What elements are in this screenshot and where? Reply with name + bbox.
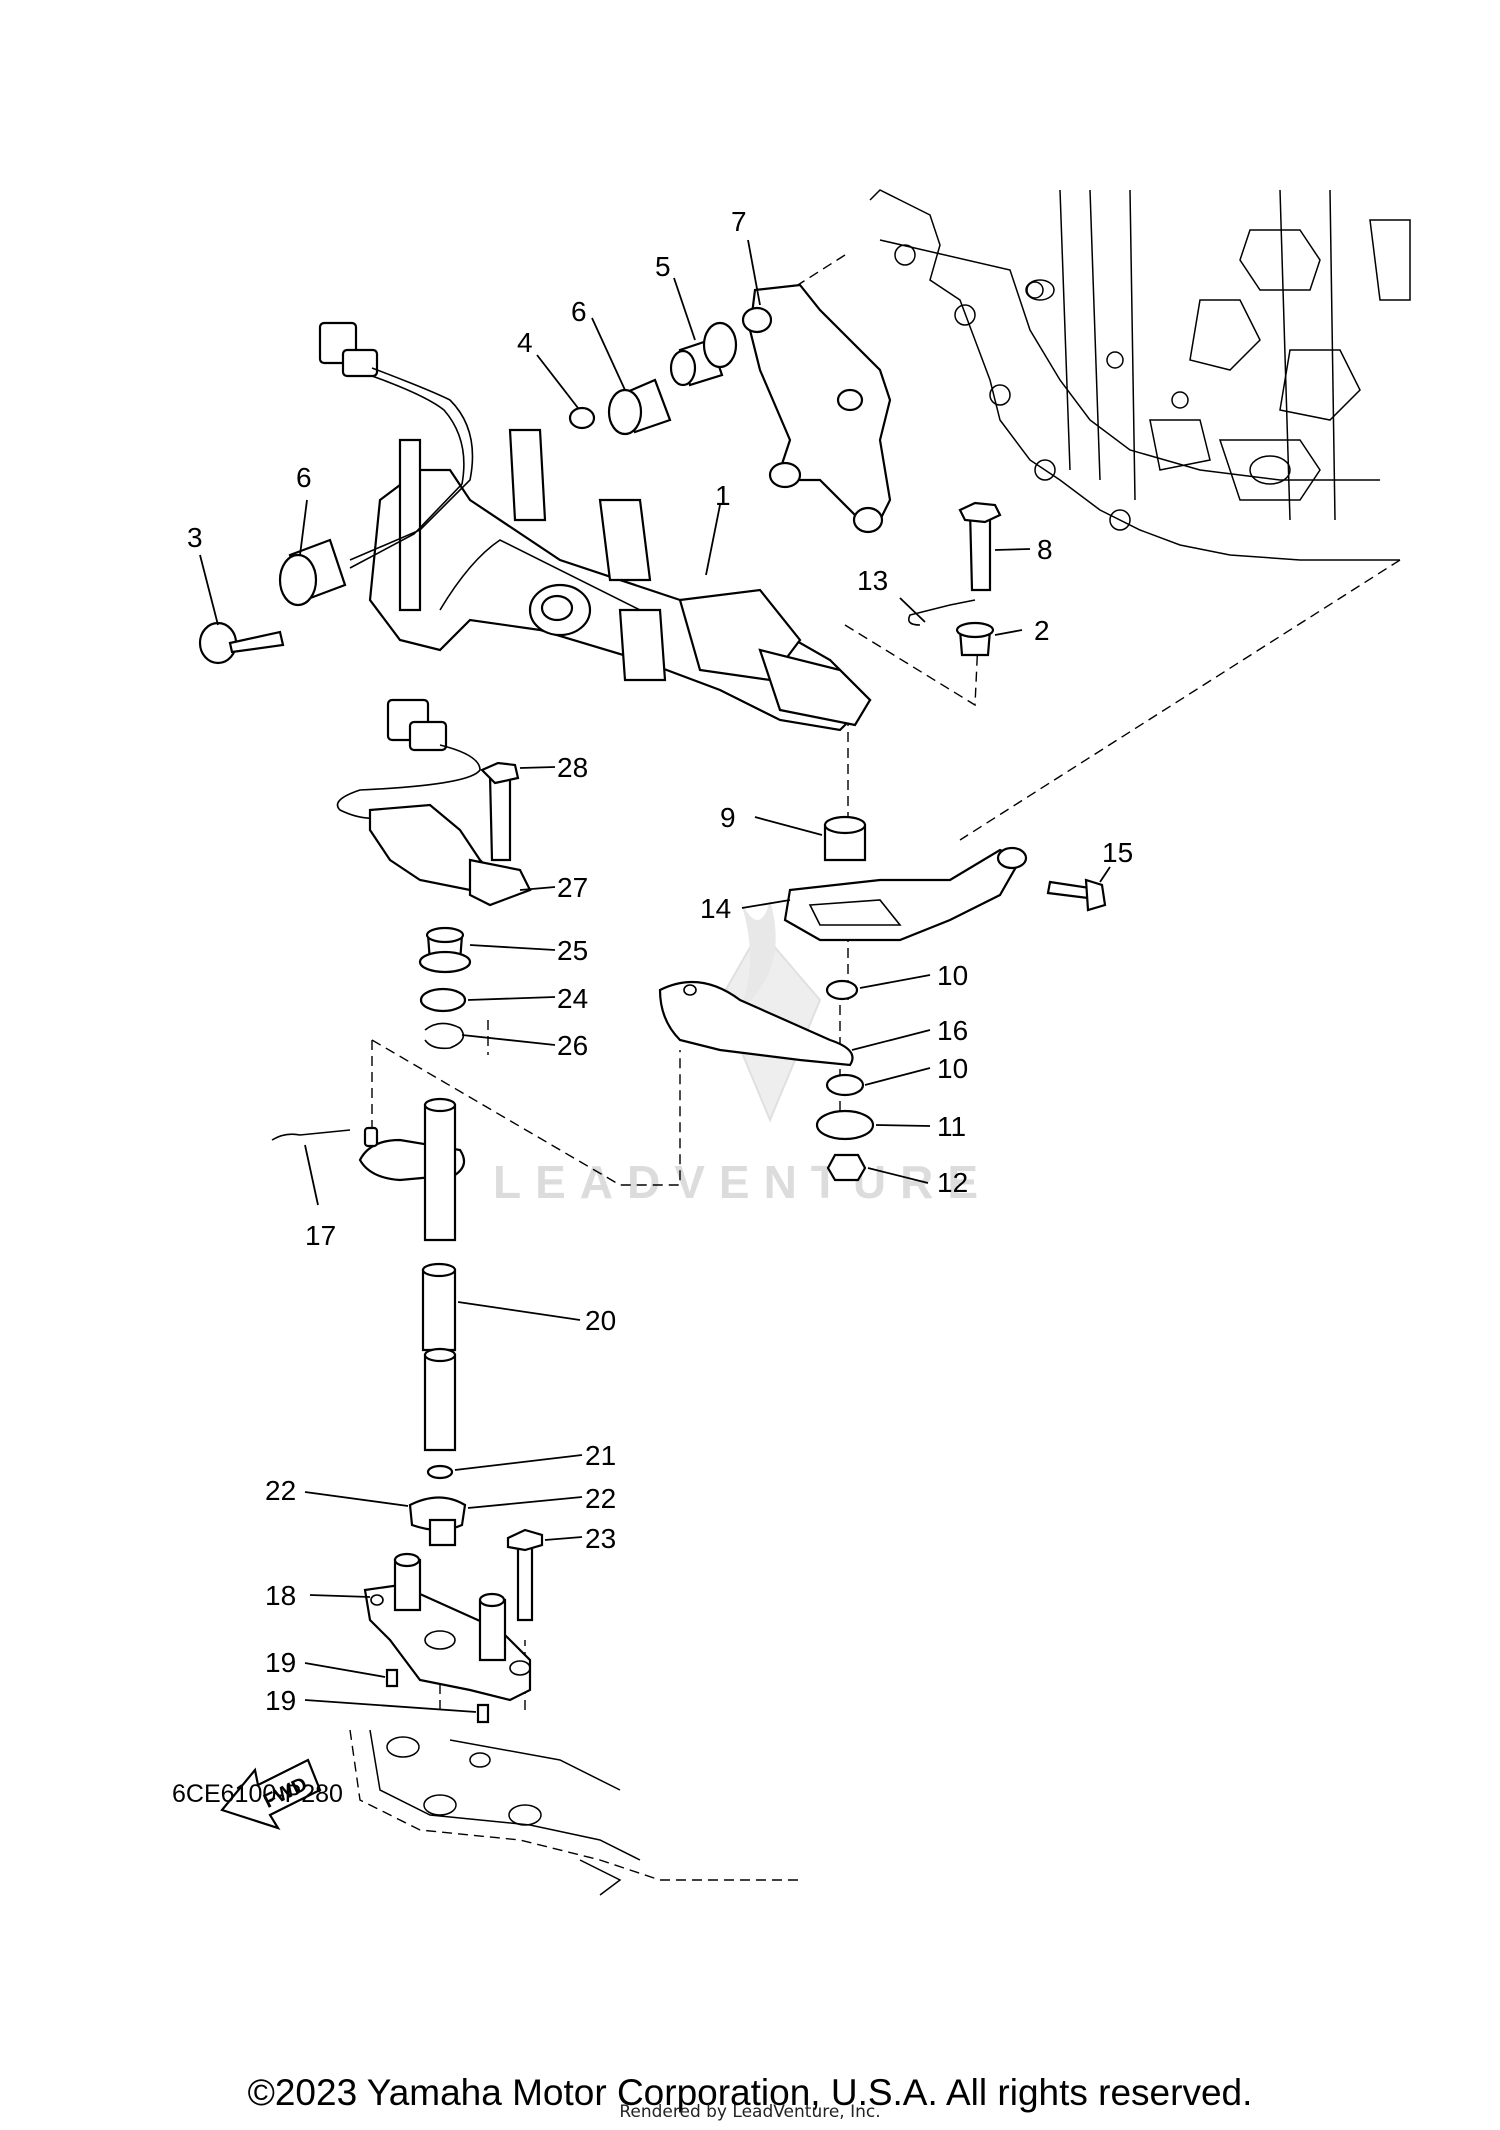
callout-6b: 6 xyxy=(571,296,587,327)
callout-16: 16 xyxy=(937,1015,968,1046)
callout-27: 27 xyxy=(557,872,588,903)
shift-shaft xyxy=(271,1097,466,1452)
callout-26: 26 xyxy=(557,1030,588,1061)
callout-14: 14 xyxy=(700,893,731,924)
pin-clip-collar xyxy=(907,501,1002,657)
bracket-part-18 xyxy=(363,1552,532,1724)
engine-block-outline xyxy=(869,189,1411,561)
lever-washers-nut xyxy=(658,979,875,1182)
collar-washer-circlip xyxy=(418,926,472,1050)
wiring-harness-upper xyxy=(318,321,474,569)
sensor-assembly xyxy=(336,698,532,907)
rendered-by-notice: Rendered by LeadVenture, Inc. xyxy=(619,2102,881,2122)
fwd-arrow-icon: FWD xyxy=(220,1758,322,1830)
callout-5: 5 xyxy=(655,251,671,282)
bracket-part-7 xyxy=(741,283,892,534)
callout-20: 20 xyxy=(585,1305,616,1336)
callout-12: 12 xyxy=(937,1167,968,1198)
callout-18: 18 xyxy=(265,1580,296,1611)
washer-part-24 xyxy=(419,987,467,1013)
callout-23: 23 xyxy=(585,1523,616,1554)
callout-2: 2 xyxy=(1034,615,1050,646)
callout-labels: 1 2 3 4 5 6 6 7 8 9 10 10 11 12 13 14 15… xyxy=(187,206,1133,1716)
callout-19b: 19 xyxy=(265,1685,296,1716)
oring-part-21 xyxy=(426,1464,454,1480)
callout-1: 1 xyxy=(715,480,731,511)
pin-part-19a xyxy=(385,1668,399,1688)
lever-part-16 xyxy=(658,980,854,1067)
callout-22a: 22 xyxy=(265,1475,296,1506)
diagram-code: 6CE6100-P280 xyxy=(172,1780,343,1808)
link-part-14 xyxy=(783,848,1022,942)
oring-bushing-bolt xyxy=(408,1464,544,1622)
callout-15: 15 xyxy=(1102,837,1133,868)
callout-3: 3 xyxy=(187,522,203,553)
callout-25: 25 xyxy=(557,935,588,966)
washer-part-10a xyxy=(825,979,859,1001)
lower-housing-outline xyxy=(349,1729,800,1896)
callout-10b: 10 xyxy=(937,1053,968,1084)
callout-24: 24 xyxy=(557,983,588,1014)
shift-rod-assembly xyxy=(368,428,872,732)
callout-8: 8 xyxy=(1037,534,1053,565)
washer-part-11 xyxy=(815,1109,875,1141)
bolt-part-23 xyxy=(516,1543,534,1622)
callout-22b: 22 xyxy=(585,1483,616,1514)
bushings xyxy=(198,321,738,665)
bolt-part-28 xyxy=(488,773,512,862)
callout-10a: 10 xyxy=(937,960,968,991)
callout-19a: 19 xyxy=(265,1647,296,1678)
clip-part-13 xyxy=(907,599,976,626)
rod-part-20 xyxy=(423,1353,457,1452)
washer-part-10b xyxy=(825,1073,865,1097)
callout-6a: 6 xyxy=(296,462,312,493)
leader-lines xyxy=(199,239,1111,1713)
pin-part-19b xyxy=(476,1703,490,1724)
nut-part-12 xyxy=(826,1153,867,1182)
callout-9: 9 xyxy=(720,802,736,833)
bolt-part-15 xyxy=(1046,880,1092,900)
callout-21: 21 xyxy=(585,1440,616,1471)
callout-7: 7 xyxy=(731,206,747,237)
washer-part-4 xyxy=(568,406,596,430)
callout-4: 4 xyxy=(517,327,533,358)
circlip-part-26 xyxy=(424,1022,465,1050)
callout-28: 28 xyxy=(557,752,588,783)
callout-13: 13 xyxy=(857,565,888,596)
clip-part-17 xyxy=(271,1129,351,1141)
copyright-notice: ©2023 Yamaha Motor Corporation, U.S.A. A… xyxy=(247,2072,1253,2113)
watermark-text: LEADVENTURE xyxy=(493,1156,992,1208)
link-assembly xyxy=(783,815,1107,942)
callout-17: 17 xyxy=(305,1220,336,1251)
callout-11: 11 xyxy=(937,1111,966,1142)
